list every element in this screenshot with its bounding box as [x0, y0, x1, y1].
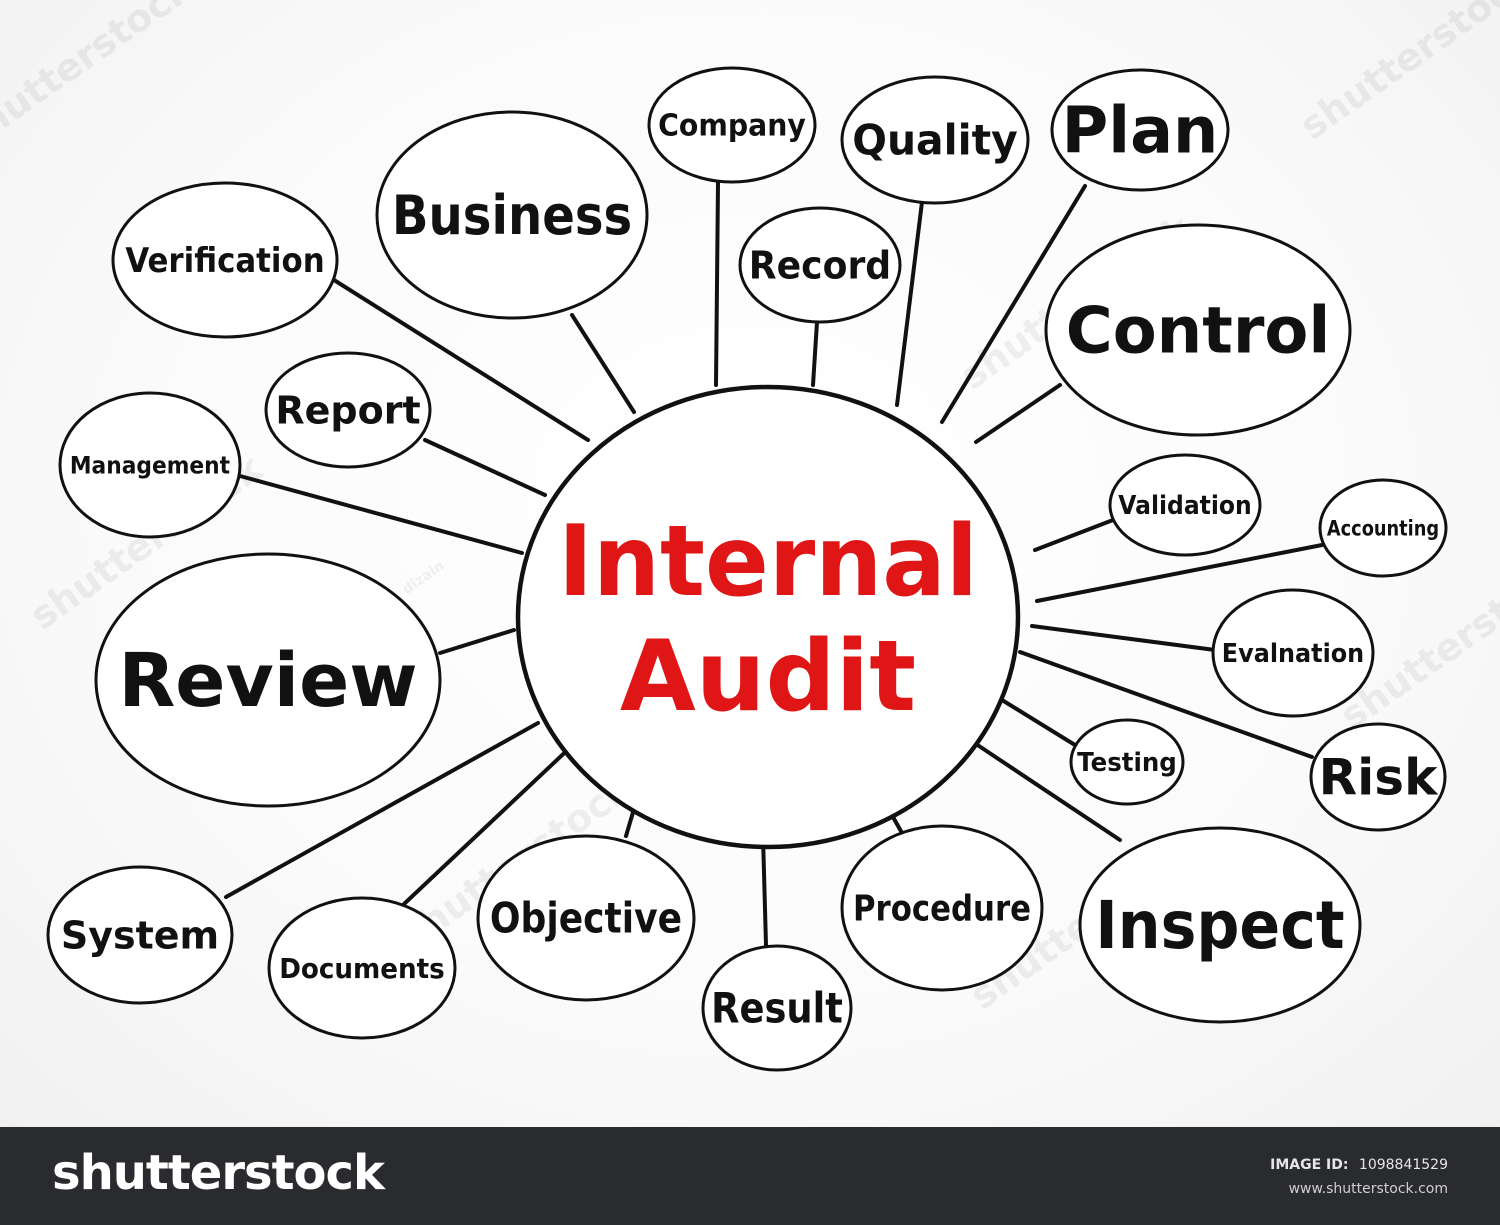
- node-label-company: Company: [658, 109, 806, 144]
- node-ellipse-record: [738, 206, 902, 324]
- node-procedure: Procedure: [840, 824, 1044, 992]
- node-label-quality: Quality: [852, 116, 1018, 165]
- node-evalnation: Evalnation: [1211, 588, 1375, 718]
- node-ellipse-procedure: [840, 824, 1044, 992]
- node-ellipse-plan: [1050, 68, 1230, 192]
- central-ellipse: [515, 384, 1021, 850]
- node-ellipse-inspect: [1078, 826, 1362, 1024]
- node-report: Report: [264, 351, 432, 469]
- node-control: Control: [1044, 223, 1352, 437]
- node-system: System: [46, 865, 234, 1005]
- node-ellipse-result: [701, 944, 853, 1072]
- node-business: Business: [375, 110, 649, 320]
- connector-record: [811, 320, 819, 387]
- node-label-documents: Documents: [279, 952, 445, 985]
- site-url: www.shutterstock.com: [1288, 1181, 1448, 1197]
- image-id-label: IMAGE ID:: [1270, 1157, 1349, 1173]
- node-label-procedure: Procedure: [853, 889, 1031, 930]
- brand-logo: shutterstock: [52, 1145, 385, 1201]
- node-ellipse-validation: [1108, 453, 1262, 557]
- node-plan: Plan: [1050, 68, 1230, 192]
- node-label-record: Record: [749, 243, 891, 287]
- diagram-canvas: shutterstock shutterstock shutterstock s…: [0, 0, 1500, 1127]
- node-label-risk: Risk: [1319, 749, 1439, 807]
- connector-company: [714, 181, 720, 387]
- node-label-inspect: Inspect: [1095, 887, 1344, 964]
- node-ellipse-control: [1044, 223, 1352, 437]
- node-ellipse-risk: [1309, 722, 1447, 832]
- connector-validation: [1033, 518, 1115, 552]
- connector-management: [238, 474, 524, 555]
- node-label-verification: Verification: [125, 241, 324, 281]
- node-objective: Objective: [476, 834, 696, 1002]
- central-label-line-2: Audit: [620, 620, 916, 734]
- node-label-business: Business: [392, 184, 632, 247]
- node-risk: Risk: [1309, 722, 1447, 832]
- node-label-management: Management: [70, 451, 230, 479]
- node-ellipse-company: [647, 66, 817, 184]
- node-ellipse-system: [46, 865, 234, 1005]
- node-label-report: Report: [275, 388, 420, 432]
- connector-system: [224, 721, 540, 899]
- central-label-line-1: Internal: [558, 505, 978, 619]
- node-verification: Verification: [111, 181, 339, 339]
- node-testing: Testing: [1069, 718, 1185, 806]
- node-ellipse-verification: [111, 181, 339, 339]
- node-inspect: Inspect: [1078, 826, 1362, 1024]
- node-label-validation: Validation: [1118, 491, 1252, 521]
- footer-bar: shutterstock IMAGE ID: 1098841529 www.sh…: [0, 1127, 1500, 1225]
- node-label-system: System: [61, 913, 219, 957]
- connector-inspect: [968, 738, 1122, 842]
- node-label-review: Review: [118, 638, 417, 724]
- node-label-control: Control: [1066, 294, 1331, 368]
- connector-report: [423, 438, 547, 497]
- node-quality: Quality: [840, 75, 1030, 205]
- node-company: Company: [647, 66, 817, 184]
- connector-verification: [332, 278, 590, 442]
- image-id: IMAGE ID: 1098841529: [1270, 1157, 1448, 1173]
- connector-review: [438, 628, 516, 655]
- node-ellipse-quality: [840, 75, 1030, 205]
- node-ellipse-review: [94, 552, 442, 808]
- node-ellipse-management: [58, 391, 242, 539]
- node-accounting: Accounting: [1318, 478, 1448, 578]
- connector-business: [570, 313, 636, 414]
- central-node: Internal Audit: [515, 384, 1021, 850]
- connector-quality: [895, 200, 924, 407]
- node-ellipse-testing: [1069, 718, 1185, 806]
- node-ellipse-accounting: [1318, 478, 1448, 578]
- node-label-objective: Objective: [490, 894, 682, 943]
- node-label-accounting: Accounting: [1327, 516, 1439, 540]
- node-record: Record: [738, 206, 902, 324]
- node-ellipse-objective: [476, 834, 696, 1002]
- connector-documents: [402, 740, 578, 906]
- node-result: Result: [701, 944, 853, 1072]
- node-ellipse-documents: [267, 896, 457, 1040]
- node-label-evalnation: Evalnation: [1222, 639, 1364, 669]
- connector-risk: [1018, 650, 1314, 759]
- node-label-plan: Plan: [1062, 94, 1219, 168]
- node-label-result: Result: [711, 984, 843, 1033]
- node-ellipse-evalnation: [1211, 588, 1375, 718]
- node-label-testing: Testing: [1077, 748, 1177, 778]
- connector-testing: [1000, 698, 1077, 747]
- connector-control: [974, 383, 1062, 444]
- node-validation: Validation: [1108, 453, 1262, 557]
- connector-accounting: [1035, 543, 1324, 603]
- connector-plan: [940, 184, 1087, 424]
- connectors: [224, 181, 1324, 947]
- node-ellipse-report: [264, 351, 432, 469]
- connector-evalnation: [1030, 624, 1217, 652]
- node-management: Management: [58, 391, 242, 539]
- node-documents: Documents: [267, 896, 457, 1040]
- image-id-value: 1098841529: [1358, 1157, 1448, 1173]
- node-ellipse-business: [375, 110, 649, 320]
- node-review: Review: [94, 552, 442, 808]
